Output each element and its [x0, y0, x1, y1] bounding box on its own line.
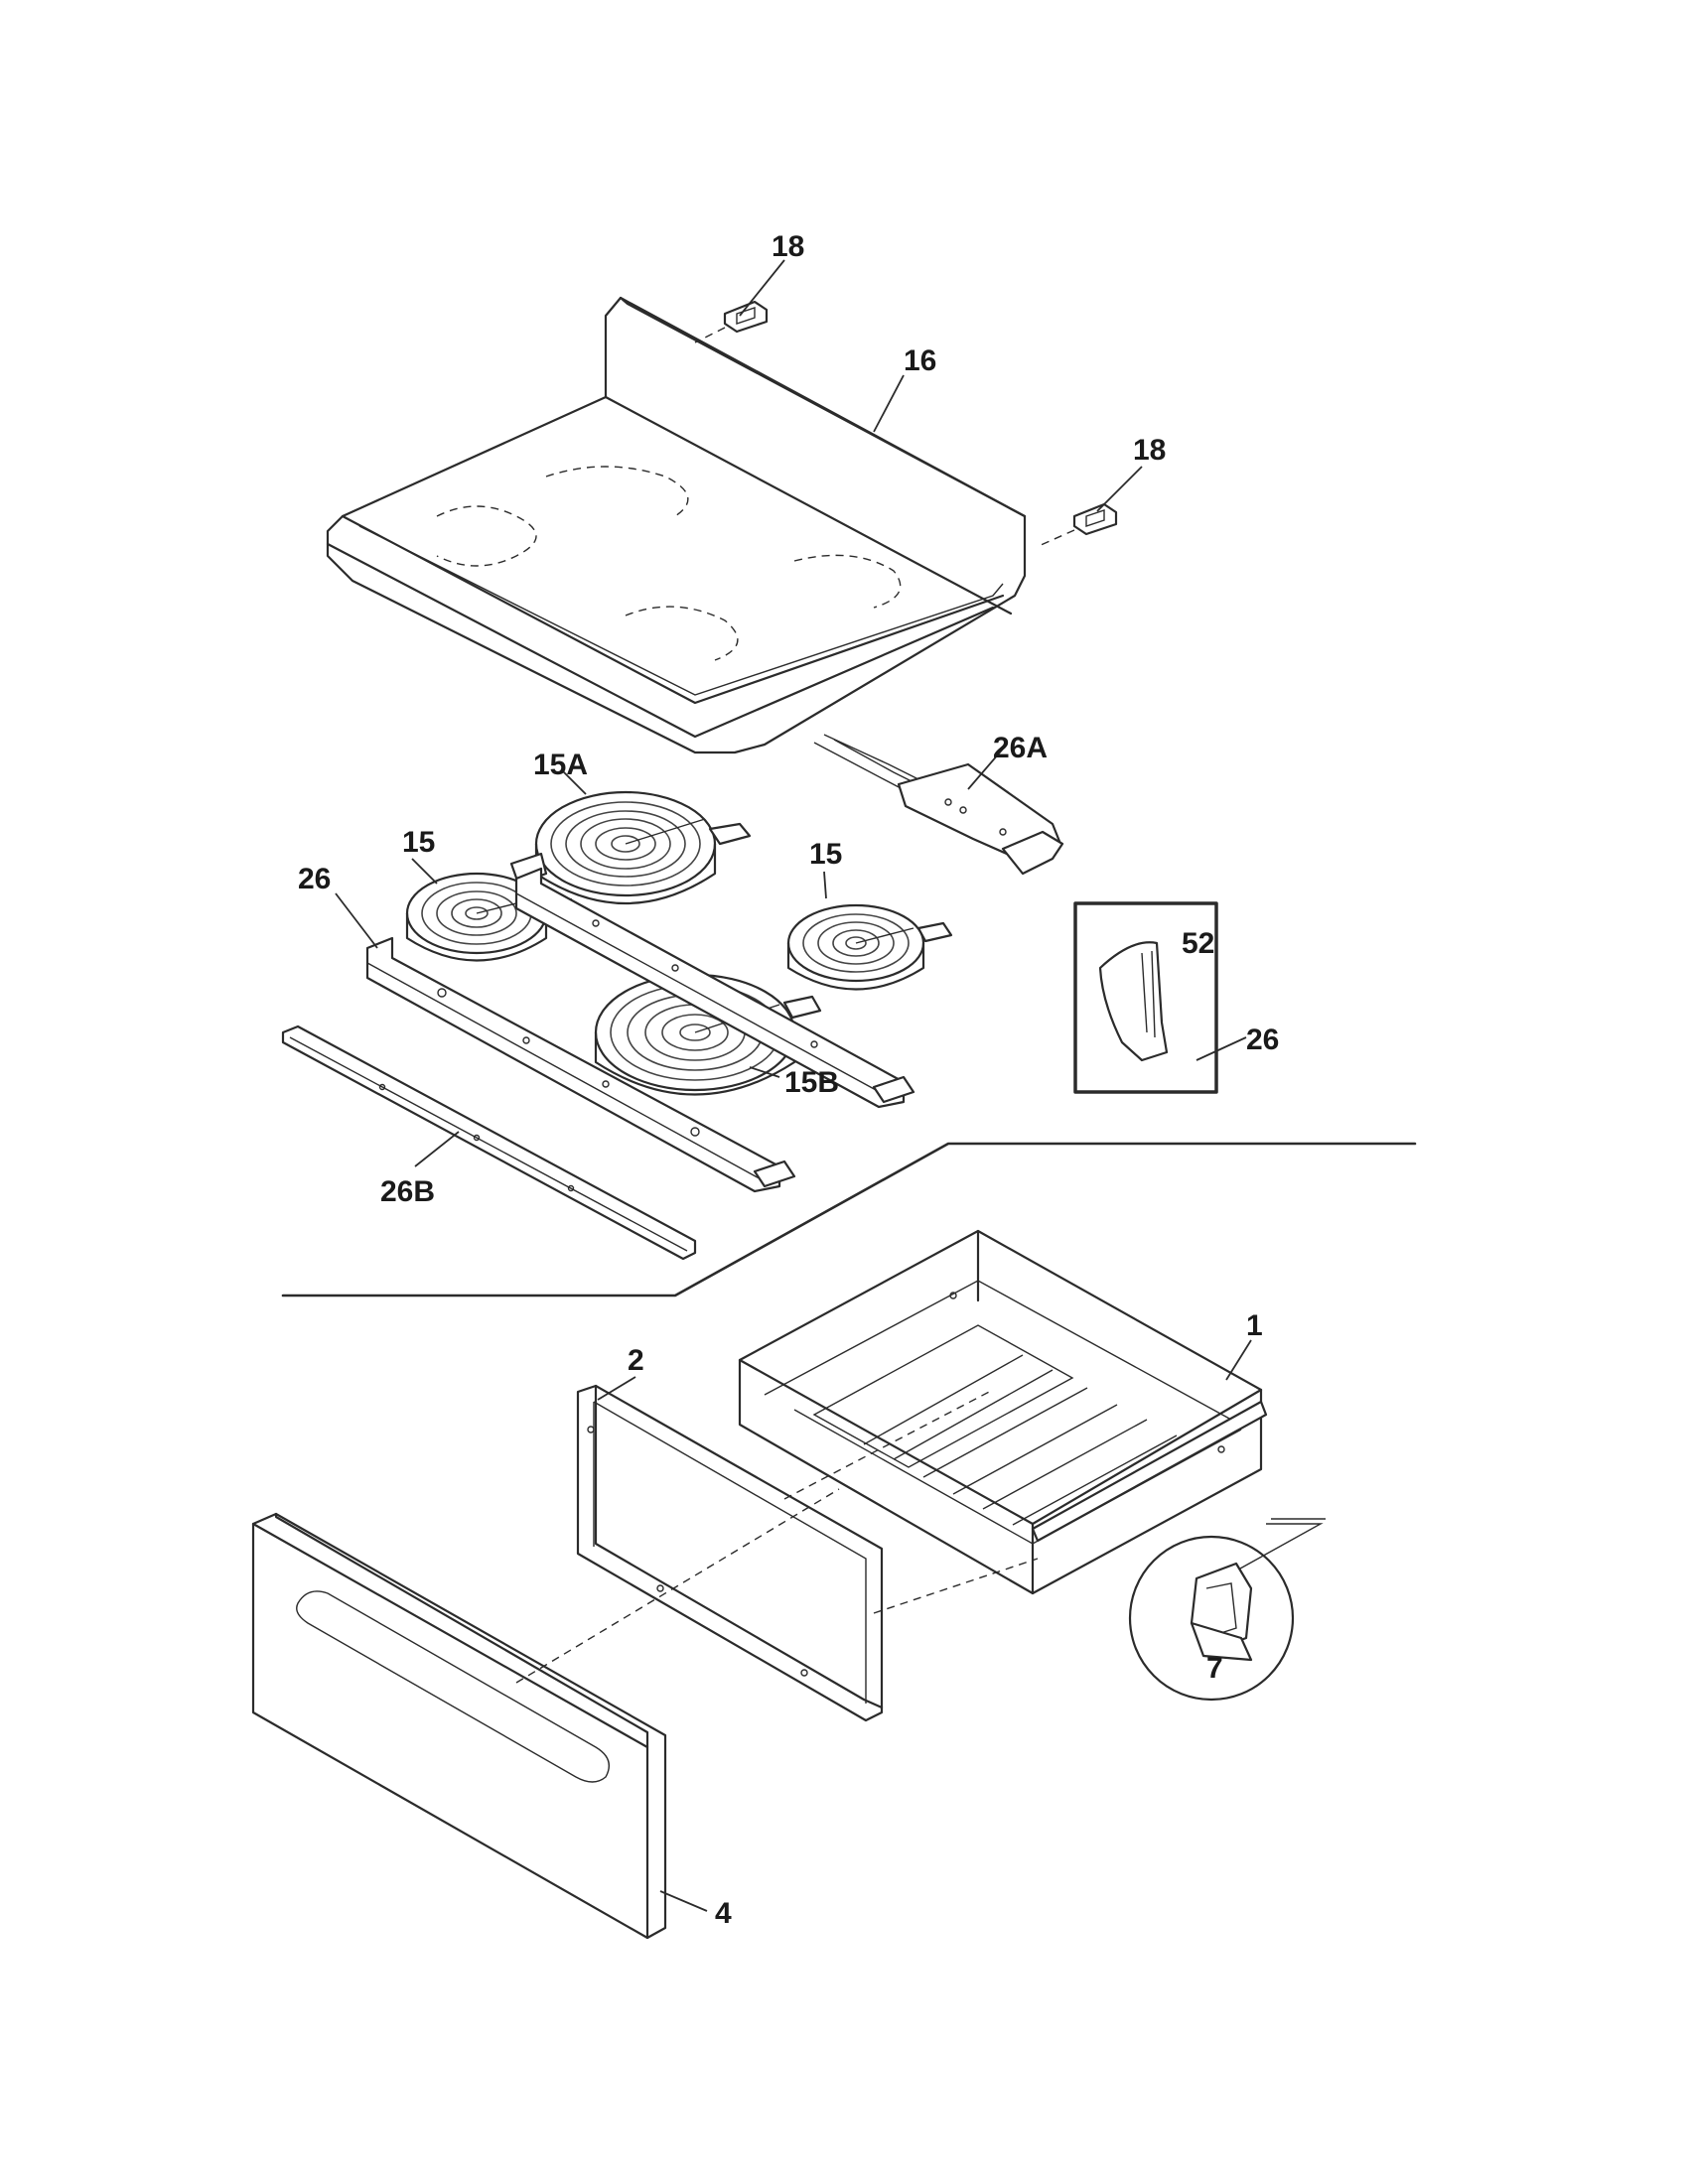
label-part-15a[interactable]: 15A: [533, 749, 588, 781]
assembly-dashed-lines: [515, 1389, 1039, 1684]
trim-strip-part-26b[interactable]: [281, 1024, 697, 1261]
element-bracket-part-26-right[interactable]: [514, 867, 915, 1109]
drawer-body-part-1[interactable]: [738, 1229, 1268, 1595]
section-divider-line: [281, 1142, 1417, 1297]
label-part-26-right[interactable]: 26: [1246, 1024, 1279, 1056]
label-part-4[interactable]: 4: [715, 1897, 732, 1930]
label-part-7[interactable]: 7: [1206, 1652, 1223, 1685]
drawer-liner-part-2[interactable]: [576, 1384, 884, 1722]
label-part-15-right[interactable]: 15: [809, 838, 842, 871]
terminal-block-part-26a[interactable]: [897, 762, 1064, 876]
element-bracket-part-26-left[interactable]: [365, 936, 796, 1193]
label-part-15-left[interactable]: 15: [402, 826, 435, 859]
label-part-52[interactable]: 52: [1182, 927, 1214, 960]
cooktop-glass-part-16[interactable]: [326, 296, 1027, 801]
inset-box-part-52[interactable]: [1073, 901, 1218, 1094]
leader-lines: [335, 259, 1252, 1912]
cooktop-clip-part-18-right[interactable]: [1038, 502, 1118, 547]
label-part-26-left[interactable]: 26: [298, 863, 331, 895]
label-part-18-top[interactable]: 18: [772, 230, 804, 263]
label-part-18-right[interactable]: 18: [1133, 434, 1166, 467]
label-part-2[interactable]: 2: [628, 1344, 644, 1377]
cooktop-clip-part-18-left[interactable]: [694, 300, 769, 343]
part-labels: 18 16 18 26A 15A 15 15 26 52 26 15B 26B …: [298, 230, 1279, 1930]
label-part-26a[interactable]: 26A: [993, 732, 1048, 764]
surface-element-part-15-right[interactable]: [786, 903, 953, 991]
label-part-16[interactable]: 16: [904, 344, 936, 377]
drawer-front-part-4[interactable]: [251, 1512, 667, 1940]
surface-element-part-15a[interactable]: [509, 790, 752, 904]
label-part-15b[interactable]: 15B: [784, 1066, 839, 1099]
detail-circle-part-7[interactable]: [1128, 1518, 1326, 1702]
label-part-26b[interactable]: 26B: [380, 1175, 435, 1208]
label-part-1[interactable]: 1: [1246, 1309, 1263, 1342]
